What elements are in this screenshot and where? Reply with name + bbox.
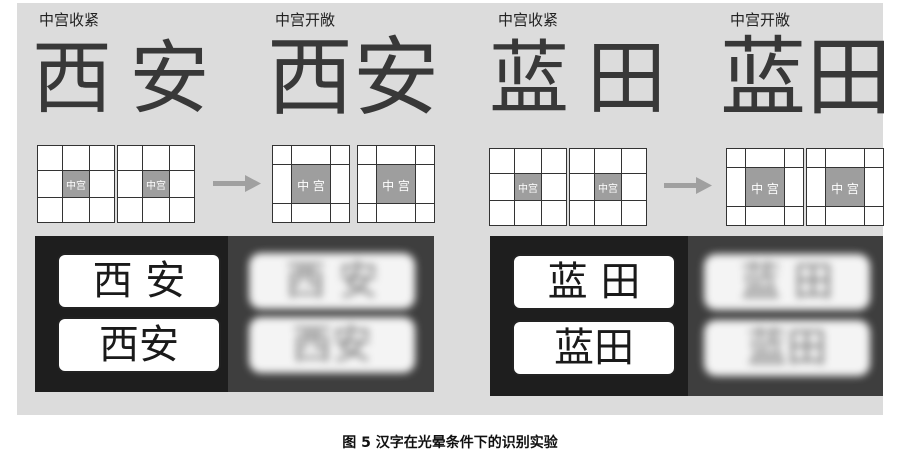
sharp-panel-left: 西 安 西安 [35, 236, 228, 392]
grid-right-open-1: 中 宫 [726, 148, 804, 226]
blur-panel-right: 蓝 田 蓝田 [688, 236, 883, 396]
grid-right-contract-1: 中宫 [489, 148, 567, 226]
blur-card-left-bottom: 西安 [249, 317, 415, 373]
grid-center-label: 中宫 [66, 181, 86, 192]
grid-center-label: 中宫 [518, 184, 538, 195]
label-right-contract: 中宫收紧 [498, 11, 559, 29]
figure-panel: 中宫收紧 中宫开敞 中宫收紧 中宫开敞 西 安 西安 蓝 田 蓝田 中宫 中宫 … [17, 3, 892, 415]
big-chars-right-contract: 蓝 田 [489, 32, 666, 125]
grid-center-label: 中宫 [598, 184, 618, 195]
grid-left-contract-1: 中宫 [37, 145, 115, 223]
arrow-right-icon [664, 177, 712, 194]
label-left-contract: 中宫收紧 [39, 11, 100, 29]
grid-center-label: 中宫 [146, 181, 166, 192]
sharp-panel-right: 蓝 田 蓝田 [490, 236, 688, 396]
card-right-top: 蓝 田 [512, 254, 676, 310]
grid-center-label: 中 宫 [382, 179, 410, 193]
blur-card-left-top: 西 安 [249, 253, 415, 309]
grid-right-open-2: 中 宫 [806, 148, 884, 226]
label-left-open: 中宫开敞 [275, 11, 336, 29]
big-chars-left-open: 西安 [267, 28, 439, 128]
card-left-bottom: 西安 [57, 317, 221, 373]
grid-center-label: 中 宫 [751, 182, 779, 196]
blur-panel-left: 西 安 西安 [228, 236, 434, 392]
blur-card-right-top: 蓝 田 [704, 254, 870, 310]
card-right-bottom: 蓝田 [512, 320, 676, 376]
label-right-open: 中宫开敞 [730, 11, 791, 29]
blur-card-right-bottom: 蓝田 [704, 320, 870, 376]
grid-center-label: 中 宫 [831, 182, 859, 196]
arrow-right-icon [213, 175, 261, 192]
figure-caption: 图 5 汉字在光晕条件下的识别实验 [342, 435, 558, 451]
grid-left-open-2: 中 宫 [357, 145, 435, 223]
card-left-top: 西 安 [57, 253, 221, 309]
grid-right-contract-2: 中宫 [569, 148, 647, 226]
big-chars-right-open: 蓝田 [720, 28, 892, 128]
grid-left-open-1: 中 宫 [272, 145, 350, 223]
big-chars-left-contract: 西 安 [32, 32, 209, 125]
grid-center-label: 中 宫 [297, 179, 325, 193]
grid-left-contract-2: 中宫 [117, 145, 195, 223]
